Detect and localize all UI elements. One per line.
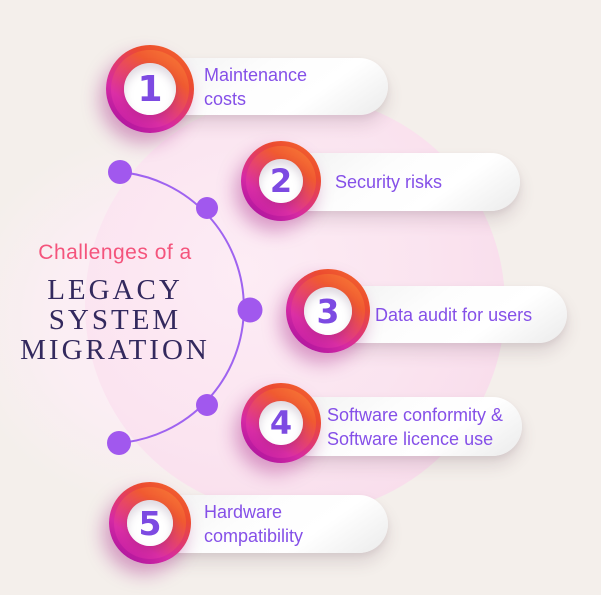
item-3-badge-face: 3 <box>304 287 352 335</box>
item-2-badge-ring: 2 <box>246 146 316 216</box>
item-5-card: Hardware compatibility <box>150 495 388 553</box>
item-4-badge: 4 <box>241 383 321 463</box>
item-2-badge-face: 2 <box>259 159 303 203</box>
item-4-number: 4 <box>269 404 293 442</box>
item-5-badge-face: 5 <box>127 500 173 546</box>
item-3-label-line-1: Data audit for users <box>375 304 533 325</box>
title-line-2: SYSTEM <box>48 304 182 336</box>
page-title: LEGACY SYSTEM MIGRATION <box>2 275 228 365</box>
item-2-label-line-1: Security risks <box>335 172 443 192</box>
item-4-badge-ring: 4 <box>246 388 316 458</box>
item-1-label-line-2: costs <box>204 88 247 109</box>
title-eyebrow: Challenges of a <box>38 241 192 264</box>
title-line-1: LEGACY <box>47 274 183 306</box>
item-5-badge-ring: 5 <box>114 487 186 559</box>
item-4-card: Software conformity & Software licence u… <box>281 397 522 456</box>
item-2-badge: 2 <box>241 141 321 221</box>
item-5-label-line-2: compatibility <box>204 526 304 546</box>
item-1-label-line-1: Maintenance <box>204 64 308 85</box>
item-4-badge-face: 4 <box>259 401 303 445</box>
item-1-badge-face: 1 <box>124 63 176 115</box>
connector-dot-3 <box>237 297 263 323</box>
item-2-number: 2 <box>269 162 293 200</box>
item-1-badge-ring: 1 <box>111 50 189 128</box>
item-4-label-line-1: Software conformity & <box>327 404 504 425</box>
item-5-label-line-1: Hardware <box>204 502 283 522</box>
connector-dot-5 <box>107 431 131 455</box>
item-3-number: 3 <box>316 291 340 331</box>
item-1-badge: 1 <box>106 45 194 133</box>
item-1-number: 1 <box>137 68 163 110</box>
connector-dot-4 <box>196 394 218 416</box>
connector-dot-2 <box>196 197 218 219</box>
item-4-label-line-2: Software licence use <box>327 428 494 449</box>
item-5-number: 5 <box>138 503 162 543</box>
connector-dot-1 <box>108 160 132 184</box>
item-5-badge: 5 <box>109 482 191 564</box>
item-3-badge: 3 <box>286 269 370 353</box>
title-block: Challenges of a LEGACY SYSTEM MIGRATION <box>2 240 228 365</box>
item-3-badge-ring: 3 <box>291 274 365 348</box>
title-line-3: MIGRATION <box>20 334 210 366</box>
